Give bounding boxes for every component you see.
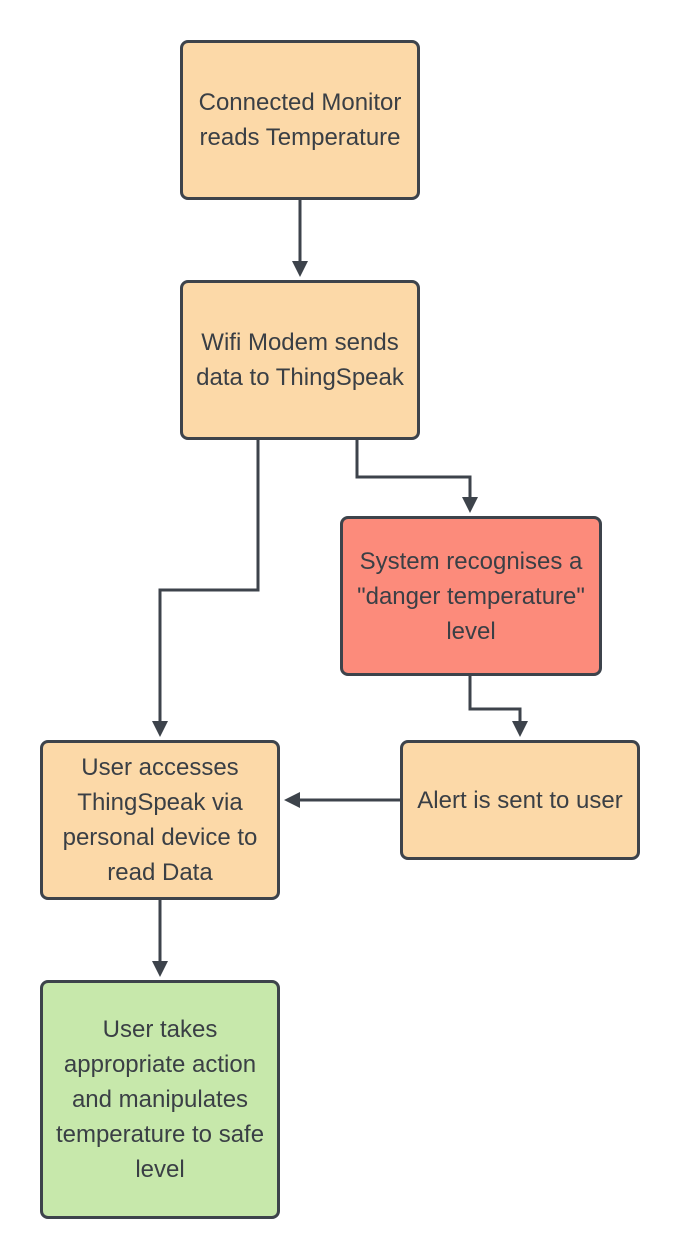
edge-wifi-to-user (158, 440, 260, 722)
node-label: Connected Monitor reads Temperature (198, 89, 402, 151)
edge-danger-to-alert (468, 676, 522, 722)
node-label: System recognises a "danger temperature"… (357, 547, 585, 645)
arrowhead-user-side (284, 792, 300, 808)
node-danger-level: System recognises a "danger temperature"… (340, 516, 602, 676)
edge-wifi-to-danger (355, 440, 472, 498)
arrowhead-wifi (292, 261, 308, 277)
node-label: User accesses ThingSpeak via personal de… (62, 754, 258, 886)
node-label: Wifi Modem sends data to ThingSpeak (196, 329, 404, 391)
arrowhead-user-top (152, 721, 168, 737)
node-label: User takes appropriate action and manipu… (55, 1016, 265, 1183)
node-user-accesses: User accesses ThingSpeak via personal de… (40, 740, 280, 900)
node-wifi-modem: Wifi Modem sends data to ThingSpeak (180, 280, 420, 440)
node-label: Alert is sent to user (417, 786, 623, 814)
arrowhead-action (152, 961, 168, 977)
node-connected-monitor: Connected Monitor reads Temperature (180, 40, 420, 200)
arrowhead-danger (462, 497, 478, 513)
node-alert-sent: Alert is sent to user (400, 740, 640, 860)
node-user-action: User takes appropriate action and manipu… (40, 980, 280, 1219)
arrowhead-alert (512, 721, 528, 737)
